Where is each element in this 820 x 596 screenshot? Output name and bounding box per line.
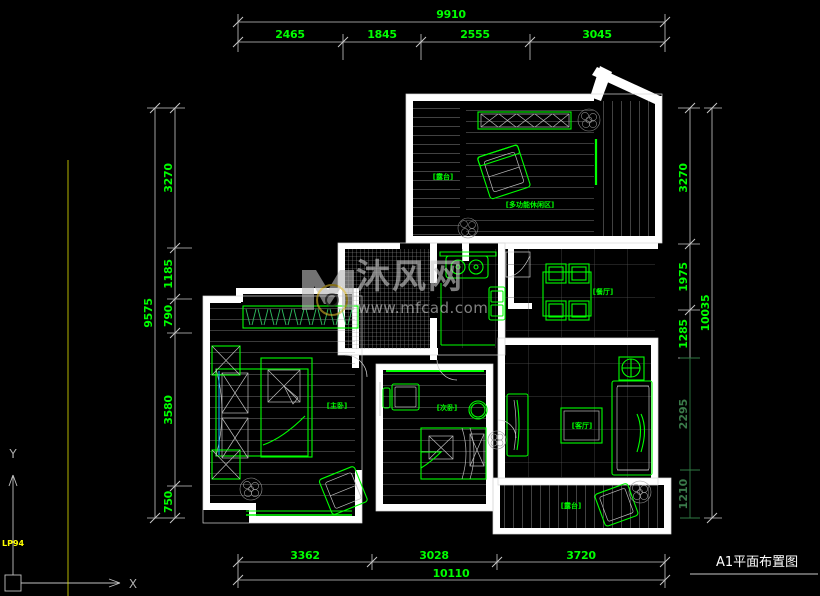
dim-right-overall: 10035 <box>699 295 712 332</box>
door-swings <box>344 354 517 439</box>
living-round-table <box>618 356 645 381</box>
watermark-brand: 沐风网 <box>356 257 464 297</box>
dim-right-seg-4: 2295 <box>677 399 690 430</box>
dining-set <box>542 263 592 321</box>
wall-solids <box>203 66 671 534</box>
dim-left-overall: 9575 <box>142 298 155 327</box>
dim-bottom-overall: 10110 <box>433 567 470 580</box>
plant-master-bedroom <box>239 477 263 501</box>
kitchen-stove <box>488 286 506 321</box>
living-coffee-table <box>560 407 603 444</box>
watermark-url: www.mfcad.com <box>358 299 489 317</box>
leisure-armchair <box>477 144 531 200</box>
second-bedroom-round-table <box>468 400 488 420</box>
living-tv-cabinet <box>506 393 529 457</box>
plant-living <box>487 430 507 450</box>
dim-top-overall: 9910 <box>436 8 466 21</box>
ucs-label-x: X <box>129 577 137 591</box>
room-label-terrace-bottom: [露台] <box>561 501 581 510</box>
room-label-master-bedroom: [主卧] <box>327 401 347 410</box>
room-label-dining-room: [餐厅] <box>593 287 613 296</box>
floor-finishes <box>210 101 664 528</box>
room-label-terrace-top: [露台] <box>433 172 453 181</box>
plant-leisure <box>457 217 479 239</box>
kitchen-appliance <box>505 251 531 278</box>
master-wardrobe <box>242 305 359 329</box>
room-label-second-bedroom: [次卧] <box>437 403 457 412</box>
dim-bottom-seg-3: 3720 <box>566 549 596 562</box>
living-sofa <box>611 380 653 476</box>
dim-left-seg-5: 750 <box>162 490 175 513</box>
ucs-label-y: Y <box>8 447 17 461</box>
dim-right-seg-5: 1210 <box>677 478 690 509</box>
ucs-axis-indicator <box>4 474 121 592</box>
dim-top-seg-3: 2555 <box>460 28 489 41</box>
kitchen-counters <box>439 251 497 346</box>
plant-terrace-bottom <box>628 480 652 504</box>
room-label-living-room: [客厅] <box>572 421 592 430</box>
master-armchair <box>318 466 368 515</box>
kitchen-sink <box>445 255 489 279</box>
dimension-lines <box>147 14 722 588</box>
second-bedroom-desk <box>379 382 420 416</box>
dim-top-seg-2: 1845 <box>367 28 396 41</box>
terrace-chair <box>594 483 639 527</box>
dim-left-seg-2: 1185 <box>162 259 175 288</box>
ucs-name-label: LP94 <box>2 539 25 548</box>
dim-top-seg-1: 2465 <box>275 28 304 41</box>
furniture-layer <box>211 108 653 527</box>
top-shelf-unit <box>477 111 572 130</box>
dim-top-seg-4: 3045 <box>582 28 611 41</box>
room-label-leisure-area: [多功能休闲区] <box>506 200 554 209</box>
dimension-lines-secondary <box>680 357 700 519</box>
dim-right-seg-1: 3270 <box>677 163 690 193</box>
watermark: 沐风网 www.mfcad.com <box>296 258 506 328</box>
dim-bottom-seg-1: 3362 <box>290 549 319 562</box>
dim-left-seg-3: 790 <box>162 304 175 327</box>
master-bed <box>211 345 313 480</box>
dim-right-seg-3: 1285 <box>677 319 690 348</box>
dim-left-seg-1: 3270 <box>162 163 175 193</box>
second-bed <box>420 427 487 480</box>
dim-left-seg-4: 3580 <box>162 395 175 425</box>
dim-bottom-seg-2: 3028 <box>419 549 448 562</box>
dim-right-seg-2: 1975 <box>677 262 690 291</box>
watermark-logo-icon <box>302 270 354 316</box>
plant-terrace-top <box>577 108 601 132</box>
drawing-title: A1平面布置图 <box>716 555 798 570</box>
